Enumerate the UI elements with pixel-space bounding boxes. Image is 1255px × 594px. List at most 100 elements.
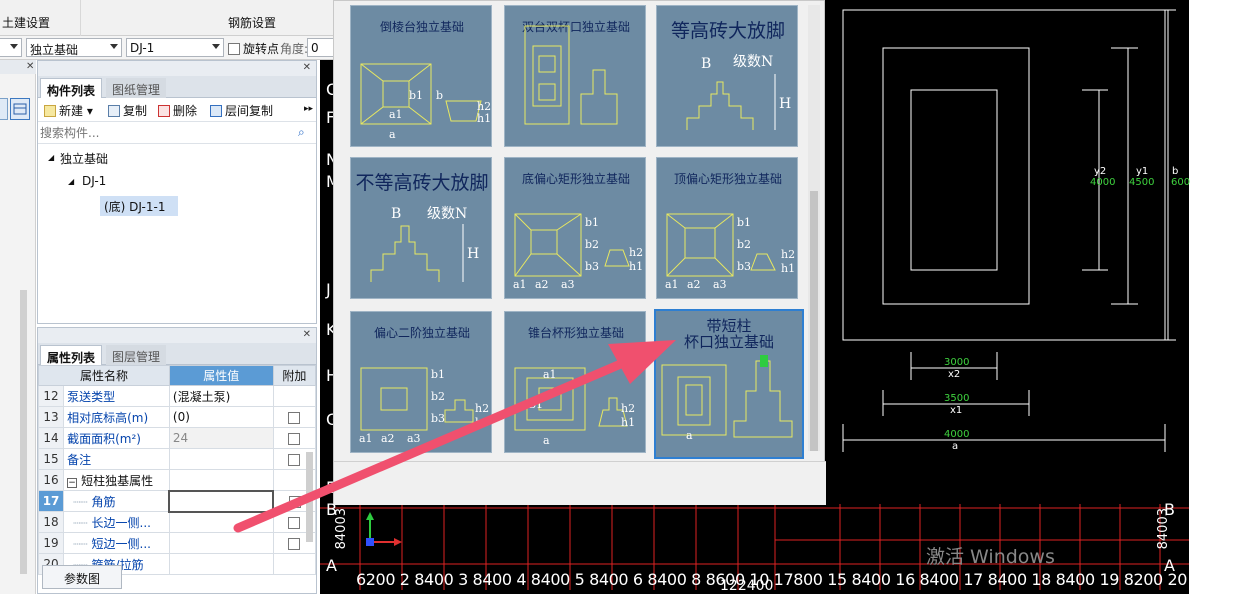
property-value[interactable]	[168, 489, 275, 513]
tile-caption: 顶偏心矩形独立基础	[673, 172, 782, 186]
property-value[interactable]: (0)	[168, 406, 274, 428]
table-row[interactable]: 19┈┈短边一侧...	[37, 532, 317, 554]
tab-drawing-manage[interactable]: 图纸管理	[106, 78, 167, 98]
search-input[interactable]	[38, 123, 294, 142]
property-value[interactable]	[168, 532, 274, 554]
scrollbar[interactable]	[306, 452, 313, 542]
extra-checkbox[interactable]	[288, 432, 301, 445]
close-icon[interactable]: ✕	[302, 62, 311, 73]
foundation-preview-canvas[interactable]: y2 4000 y1 4500 b 600 3000 x2 3500 x1 40…	[826, 0, 1190, 460]
component-type-dropdown[interactable]: 独立基础	[26, 38, 122, 57]
search-icon[interactable]: ⌕	[298, 125, 305, 139]
scrollbar[interactable]	[808, 5, 820, 451]
extra-checkbox[interactable]	[288, 453, 301, 466]
extra-checkbox[interactable]	[288, 516, 301, 529]
civil-settings-label[interactable]: 土建设置	[2, 16, 51, 30]
layout-icon[interactable]	[0, 98, 8, 120]
tree-child[interactable]: DJ-1	[82, 174, 107, 188]
expand-icon[interactable]: ◢	[48, 153, 55, 162]
delete-button[interactable]: 删除	[158, 102, 197, 119]
axis-label-a-right: A	[1164, 556, 1175, 575]
extra-checkbox-cell[interactable]	[272, 427, 317, 449]
row-number: 14	[37, 427, 65, 449]
extra-checkbox-cell[interactable]	[272, 406, 317, 428]
extra-checkbox-cell[interactable]	[272, 532, 317, 554]
tab-component-list[interactable]: 构件列表	[40, 78, 103, 98]
dim-a-value: 4000	[944, 429, 970, 440]
angle-input[interactable]: 0	[307, 38, 335, 57]
tile-caption: 底偏心矩形独立基础	[521, 172, 630, 186]
foundation-type-tile[interactable]: 双台双杯口独立基础	[504, 5, 646, 147]
extra-checkbox[interactable]	[288, 411, 301, 424]
grid-view-icon[interactable]	[10, 98, 30, 120]
collapse-icon[interactable]: −	[67, 477, 78, 488]
dim-x2-value: 3000	[944, 357, 970, 368]
expand-icon[interactable]: ◢	[68, 177, 75, 186]
svg-text:a3: a3	[407, 432, 421, 445]
table-row[interactable]: 17┈┈角筋	[37, 489, 317, 513]
property-value[interactable]: 24	[168, 427, 274, 449]
close-icon[interactable]: ✕	[302, 329, 311, 340]
row-number: 13	[37, 406, 65, 428]
property-value[interactable]	[168, 469, 274, 491]
svg-text:a1: a1	[389, 108, 403, 121]
row-number: 18	[37, 511, 65, 533]
axis-letter: F	[326, 108, 336, 127]
property-value[interactable]	[168, 553, 274, 575]
table-row[interactable]: 20┈┈箍筋/拉筋	[37, 553, 317, 575]
dim-a-label: a	[952, 441, 959, 452]
tab-property-list[interactable]: 属性列表	[40, 345, 103, 365]
close-icon[interactable]: ✕	[26, 61, 35, 72]
property-value[interactable]	[168, 511, 274, 533]
property-value[interactable]: (混凝土泵)	[168, 385, 274, 407]
tab-layer-manage[interactable]: 图层管理	[106, 345, 167, 365]
svg-text:B: B	[391, 206, 401, 222]
param-diagram-button[interactable]: 参数图	[42, 565, 122, 589]
table-row[interactable]: 16−短柱独基属性	[37, 469, 317, 491]
component-name-dropdown[interactable]: DJ-1	[126, 38, 224, 57]
svg-text:b1: b1	[529, 398, 543, 411]
tree-root[interactable]: 独立基础	[60, 152, 109, 166]
copy-button[interactable]: 复制	[108, 102, 147, 119]
svg-text:B: B	[701, 56, 711, 72]
rebar-settings-label[interactable]: 钢筋设置	[228, 16, 277, 30]
property-name: ┈┈长边一侧...	[63, 511, 170, 533]
scrollbar[interactable]	[20, 290, 27, 574]
new-icon	[44, 105, 56, 117]
extra-checkbox[interactable]	[288, 537, 301, 550]
svg-text:h1: h1	[781, 262, 795, 275]
svg-text:h1: h1	[621, 416, 635, 429]
more-icon[interactable]: ▸▸	[304, 104, 314, 114]
dim-y1-label: y1	[1136, 166, 1149, 177]
dim-x1-label: x1	[950, 405, 963, 416]
new-button[interactable]: 新建 ▾	[44, 102, 93, 119]
floor-dropdown[interactable]	[0, 38, 22, 57]
property-value[interactable]	[168, 448, 274, 470]
tree-leaf-selected[interactable]: (底) DJ-1-1	[100, 196, 178, 216]
rotate-point-checkbox[interactable]	[228, 41, 240, 55]
floor-copy-button[interactable]: 层间复制	[210, 102, 273, 119]
row-number: 19	[37, 532, 65, 554]
foundation-type-tile[interactable]: 带短柱 杯口独立基础 a	[654, 309, 804, 459]
extra-checkbox[interactable]	[288, 495, 301, 508]
left-dimension: 84003	[334, 508, 349, 550]
svg-text:b1: b1	[585, 216, 599, 229]
axis-letter: K	[326, 320, 337, 339]
table-row[interactable]: 18┈┈长边一侧...	[37, 511, 317, 533]
bottom-total-dimension: 122400	[720, 578, 774, 594]
